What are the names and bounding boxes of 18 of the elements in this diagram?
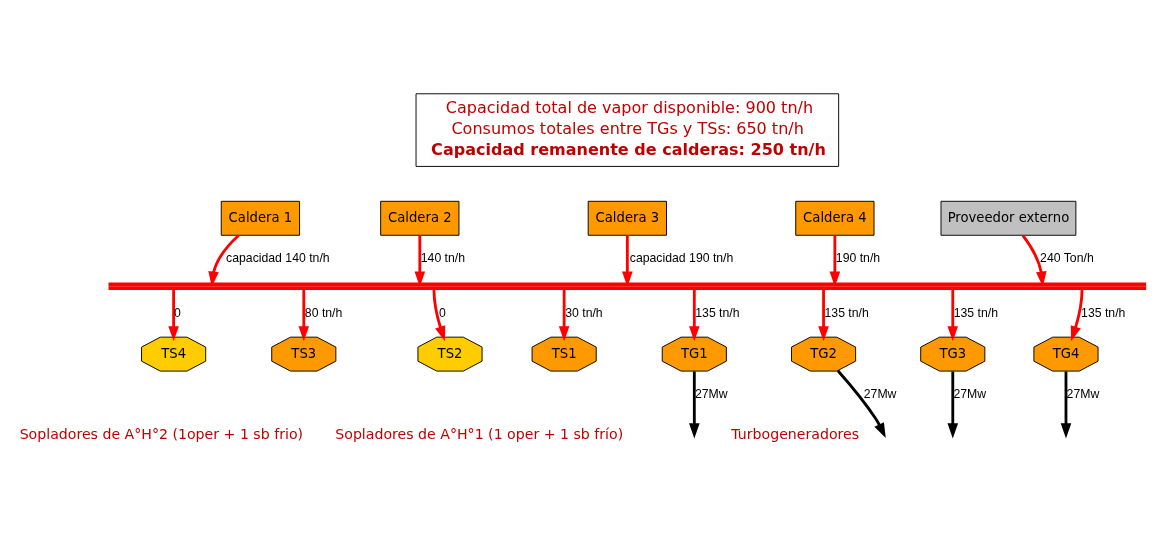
edge-label: 240 Ton/h bbox=[1040, 250, 1094, 265]
label: Sopladores de A°H°1 (1 oper + 1 sb frío) bbox=[335, 425, 624, 442]
edge-label: 140 tn/h bbox=[420, 250, 466, 265]
edge-label: 30 tn/h bbox=[565, 305, 603, 320]
edge-label: 27Mw bbox=[953, 386, 987, 401]
edge-label: capacidad 190 tn/h bbox=[629, 250, 734, 265]
edge-label: 27Mw bbox=[1066, 386, 1100, 401]
label: Sopladores de A°H°2 (1oper + 1 sb frio) bbox=[19, 425, 304, 442]
edge-label: 27Mw bbox=[863, 386, 897, 401]
edge-label: 135 tn/h bbox=[695, 305, 740, 320]
edge-label: 135 tn/h bbox=[1081, 305, 1126, 320]
edge-label: capacidad 140 tn/h bbox=[226, 250, 330, 265]
edge-label: 190 tn/h bbox=[835, 250, 881, 265]
edge-label: 80 tn/h bbox=[304, 305, 343, 320]
edge-label: 135 tn/h bbox=[953, 305, 999, 320]
label: Turbogeneradores bbox=[731, 425, 860, 442]
edge-label: 135 tn/h bbox=[824, 305, 869, 320]
edge-label: 0 bbox=[439, 305, 446, 320]
